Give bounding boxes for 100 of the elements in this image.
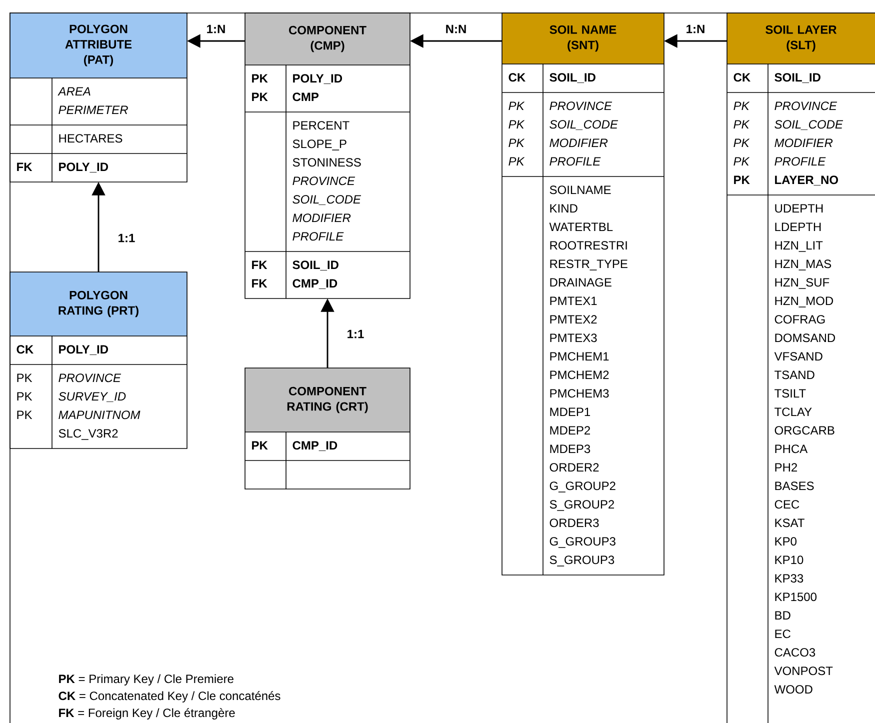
field-name: SLC_V3R2 bbox=[58, 429, 118, 440]
key-label: PK bbox=[17, 410, 32, 419]
field-name: SOIL_ID bbox=[550, 73, 596, 83]
key-label: PK bbox=[734, 102, 750, 110]
field-name: PMTEX2 bbox=[550, 315, 597, 324]
field-name: S_GROUP2 bbox=[550, 500, 614, 511]
field-name: SOIL_CODE bbox=[550, 120, 618, 130]
cardinality-label: 1:1 bbox=[346, 328, 366, 340]
field-name: KP1500 bbox=[775, 592, 816, 602]
field-name: G_GROUP3 bbox=[550, 537, 616, 548]
field-name: PMCHEM2 bbox=[550, 370, 609, 380]
field-name: PROFILE bbox=[550, 157, 601, 166]
field-name: PROVINCE bbox=[774, 102, 838, 110]
field-name: SOILNAME bbox=[550, 186, 611, 194]
field-name: BD bbox=[775, 611, 790, 620]
field-name: ORDER2 bbox=[550, 463, 599, 472]
field-name: TSILT bbox=[774, 389, 806, 398]
field-name: TCLAY bbox=[774, 408, 812, 416]
field-name: SOIL_CODE bbox=[774, 120, 844, 130]
entity-name: SOIL NAME (SNT) bbox=[550, 25, 616, 52]
key-label: PK bbox=[17, 374, 32, 382]
field-name: HZN_MAS bbox=[775, 260, 832, 270]
field-name: LDEPTH bbox=[775, 222, 821, 231]
key-label: PK bbox=[252, 74, 268, 82]
key-label: PK bbox=[508, 138, 525, 147]
key-label: PK bbox=[252, 92, 268, 101]
field-name: MODIFIER bbox=[292, 214, 351, 222]
field-name: PMCHEM1 bbox=[550, 352, 609, 361]
entity-name: POLYGON RATING (PRT) bbox=[58, 290, 138, 318]
entity-name: COMPONENT RATING (CRT) bbox=[287, 386, 368, 414]
field-name: MAPUNITNOM bbox=[58, 410, 140, 420]
field-name: AREA bbox=[58, 87, 90, 96]
field-name: SOIL_ID bbox=[292, 260, 338, 270]
key-label: PK bbox=[17, 392, 32, 400]
key-label: CK bbox=[16, 345, 34, 354]
field-name: VONPOST bbox=[774, 666, 833, 676]
cardinality-label: 1:N bbox=[205, 24, 227, 34]
field-name: MDEP2 bbox=[550, 426, 590, 434]
entity-name: COMPONENT (CMP) bbox=[289, 26, 366, 52]
key-label: FK bbox=[17, 162, 32, 171]
field-name: MODIFIER bbox=[550, 138, 608, 148]
entity-name: POLYGON ATTRIBUTE (PAT) bbox=[65, 24, 132, 66]
field-name: PROFILE bbox=[774, 157, 826, 166]
key-label: PK bbox=[508, 102, 525, 110]
key-label: PK bbox=[734, 120, 750, 128]
field-name: SOIL_ID bbox=[774, 73, 820, 83]
field-name: HZN_SUF bbox=[775, 278, 830, 289]
field-name: ORDER3 bbox=[550, 518, 599, 528]
field-name: STONINESS bbox=[292, 158, 361, 167]
field-name: HECTARES bbox=[59, 134, 122, 143]
field-name: SOIL_CODE bbox=[292, 195, 362, 205]
field-name: KIND bbox=[550, 204, 578, 212]
key-label: CK bbox=[508, 73, 526, 82]
field-name: PERIMETER bbox=[58, 106, 128, 114]
field-name: PMCHEM3 bbox=[550, 389, 609, 398]
field-name: HZN_LIT bbox=[775, 241, 823, 252]
cardinality-label: 1:N bbox=[684, 24, 706, 34]
field-name: DRAINAGE bbox=[550, 278, 612, 287]
field-name: PROVINCE bbox=[550, 102, 612, 110]
legend-text: CK = Concatenated Key / Cle concaténés bbox=[58, 691, 280, 702]
field-name: SLOPE_P bbox=[292, 140, 346, 150]
field-name: RESTR_TYPE bbox=[550, 260, 628, 270]
field-name: POLY_ID bbox=[59, 162, 108, 172]
cardinality-label: N:N bbox=[444, 24, 468, 34]
field-name: G_GROUP2 bbox=[550, 482, 616, 492]
cardinality-label: 1:1 bbox=[116, 232, 136, 244]
field-name: ORGCARB bbox=[774, 426, 834, 435]
field-name: KSAT bbox=[775, 518, 804, 528]
key-label: PK bbox=[734, 176, 750, 184]
key-label: CK bbox=[734, 73, 750, 82]
field-name: PERCENT bbox=[293, 121, 350, 130]
key-label: PK bbox=[508, 157, 525, 166]
field-name: HZN_MOD bbox=[775, 296, 834, 308]
field-name: WOOD bbox=[774, 685, 812, 694]
entity-table bbox=[10, 272, 188, 449]
entity-table bbox=[726, 12, 875, 723]
field-name: MDEP3 bbox=[550, 444, 590, 454]
field-name: COFRAG bbox=[774, 315, 825, 324]
field-name: KP0 bbox=[775, 537, 796, 546]
field-name: CMP bbox=[292, 92, 319, 102]
field-name: KP33 bbox=[775, 574, 804, 583]
key-label: PK bbox=[734, 138, 750, 147]
field-name: TSAND bbox=[774, 370, 814, 380]
field-name: CMP_ID bbox=[292, 279, 338, 289]
field-name: ROOTRESTRI bbox=[550, 241, 627, 250]
field-name: MDEP1 bbox=[550, 408, 590, 416]
field-name: WATERTBL bbox=[549, 222, 613, 231]
field-name: DOMSAND bbox=[775, 334, 836, 342]
field-name: PHCA bbox=[775, 444, 808, 454]
field-name: CACO3 bbox=[774, 648, 816, 657]
entity-table bbox=[244, 368, 410, 490]
field-name: MODIFIER bbox=[774, 138, 833, 148]
field-name: SURVEY_ID bbox=[58, 392, 126, 402]
key-label: PK bbox=[508, 120, 525, 128]
field-name: PMTEX1 bbox=[550, 296, 597, 305]
field-name: BASES bbox=[775, 482, 814, 490]
field-name: CEC bbox=[774, 500, 800, 509]
key-label: PK bbox=[734, 157, 750, 166]
entity-table bbox=[244, 12, 410, 299]
key-label: FK bbox=[252, 260, 268, 269]
